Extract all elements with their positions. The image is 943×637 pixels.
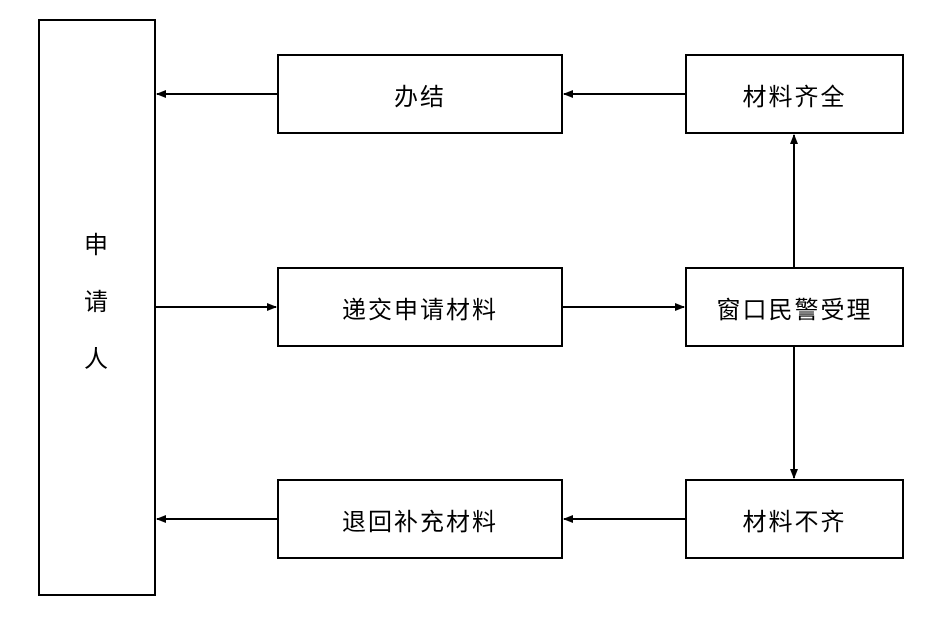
- node-window-police-accept: 窗口民警受理: [685, 267, 904, 347]
- node-return-supplement-label: 退回补充材料: [342, 507, 498, 536]
- node-materials-incomplete: 材料不齐: [685, 479, 904, 559]
- applicant-char-1: 申: [84, 231, 110, 259]
- node-materials-complete-label: 材料齐全: [742, 82, 847, 111]
- node-banjie-label: 办结: [394, 82, 446, 111]
- applicant-char-3: 人: [84, 345, 110, 373]
- node-banjie: 办结: [277, 54, 563, 134]
- node-return-supplement: 退回补充材料: [277, 479, 563, 559]
- node-submit-materials-label: 递交申请材料: [342, 295, 498, 324]
- node-submit-materials: 递交申请材料: [277, 267, 563, 347]
- applicant-char-2: 请: [84, 288, 110, 316]
- node-materials-complete: 材料齐全: [685, 54, 904, 134]
- node-materials-incomplete-label: 材料不齐: [742, 507, 847, 536]
- applicant-node: 申 请 人: [38, 19, 156, 596]
- node-window-police-accept-label: 窗口民警受理: [716, 295, 873, 324]
